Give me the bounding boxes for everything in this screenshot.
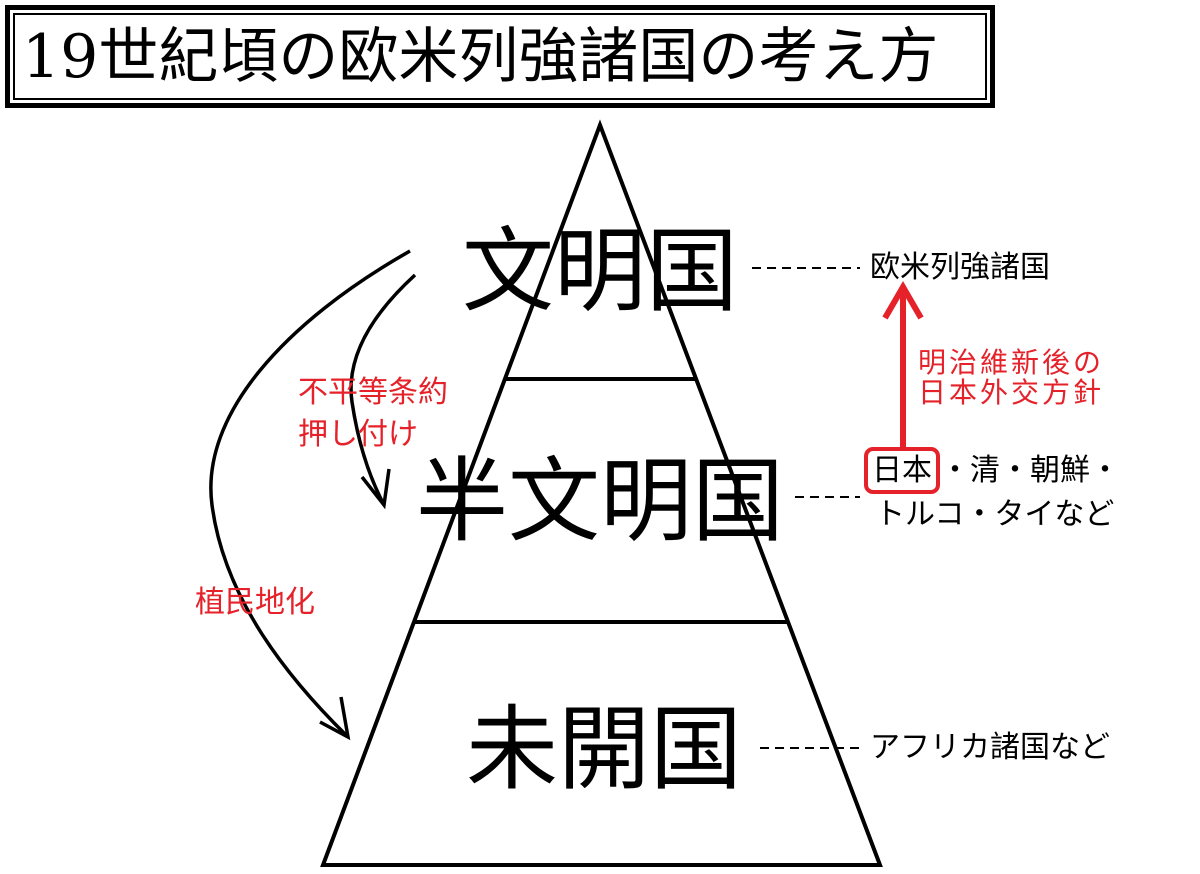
policy-arrow-head (882, 281, 924, 320)
unequal-treaty-arrow (349, 273, 417, 504)
tier-semi-civilized: 半文明国 (415, 448, 785, 555)
japan-highlight: 日本 (864, 447, 940, 494)
unequal-treaty-line1: 不平等条約 (298, 375, 448, 410)
title-box: 19世紀頃の欧米列強諸国の考え方 (5, 5, 995, 108)
unequal-treaty-note: 不平等条約 押し付け (298, 372, 448, 456)
desc-semi-line2: トルコ・タイなど (875, 497, 1115, 532)
pyramid-outline (320, 119, 883, 867)
page-title: 19世紀頃の欧米列強諸国の考え方 (22, 21, 939, 92)
desc-semi-line1-rest: ・清・朝鮮・ (940, 453, 1120, 488)
unequal-treaty-line2: 押し付け (298, 417, 418, 452)
tier-civilized: 文明国 (461, 218, 739, 325)
colonization-arrowhead (319, 696, 351, 741)
colonization-note: 植民地化 (195, 585, 315, 620)
desc-uncivilized: アフリカ諸国など (870, 730, 1110, 765)
meiji-policy-line2: 日本外交方針 (918, 376, 1105, 409)
tier-uncivilized: 未開国 (465, 696, 743, 803)
desc-civilized: 欧米列強諸国 (870, 250, 1050, 285)
meiji-policy-line1: 明治維新後の (918, 346, 1105, 379)
desc-semi-line1: 日本・清・朝鮮・ (864, 447, 1120, 494)
colonization-arrow (209, 249, 411, 738)
unequal-treaty-arrowhead (360, 468, 391, 510)
meiji-policy-note: 明治維新後の 日本外交方針 (918, 348, 1104, 408)
